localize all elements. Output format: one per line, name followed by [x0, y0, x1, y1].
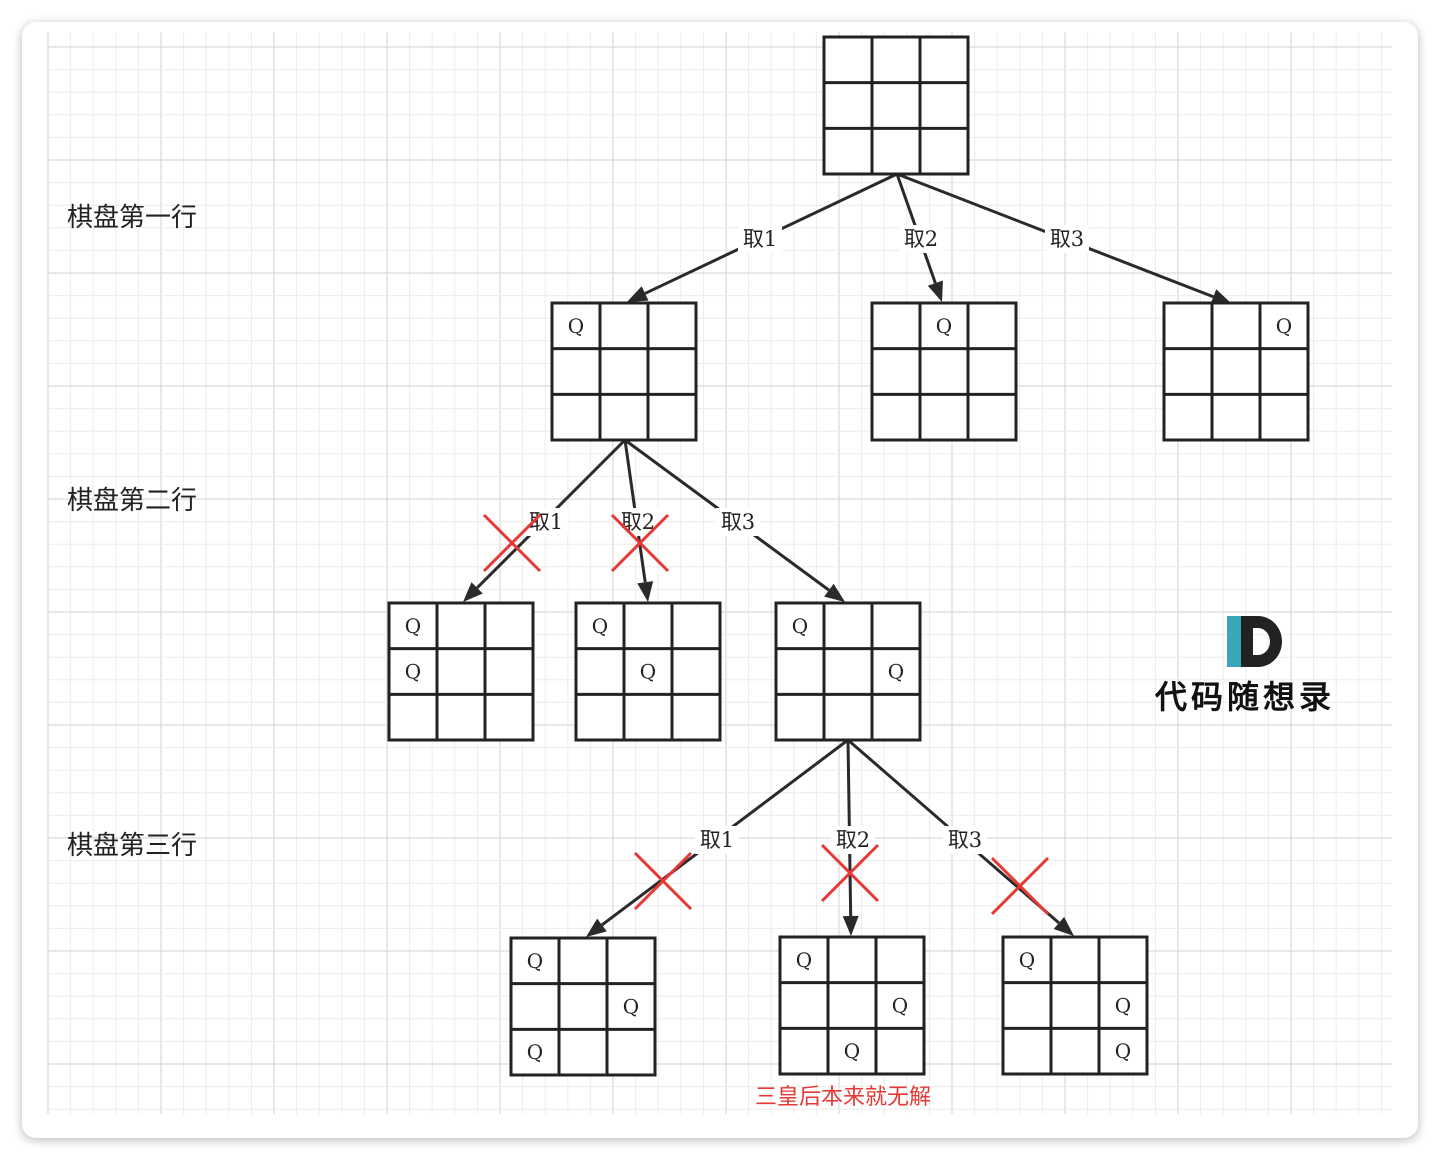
arrowhead-icon [637, 581, 654, 602]
board-frame [509, 936, 657, 1077]
edge-label-background [695, 826, 739, 854]
queen-marker: Q [405, 660, 421, 684]
queen-marker: Q [1115, 994, 1131, 1018]
edge-label-background [831, 826, 875, 854]
edge-label-background [1045, 225, 1089, 253]
chess-board-r3-c2: Q Q Q [778, 935, 926, 1076]
queen-marker: Q [796, 948, 812, 972]
queen-marker: Q [623, 995, 639, 1019]
pruned-cross-icon [633, 851, 693, 911]
queen-marker: Q [844, 1039, 860, 1063]
queen-marker: Q [1276, 314, 1292, 338]
edge-r2-c3-to-r3-c2: 取2 [831, 739, 875, 936]
chess-board-r3-c3: QQQ [1001, 935, 1149, 1076]
chess-board-r2-c1: QQ [387, 601, 535, 742]
chess-board-r1-c2: Q [870, 301, 1018, 442]
queen-marker: Q [527, 1040, 543, 1064]
edge-r2-c3-to-r3-c1: 取1 [586, 738, 849, 937]
edge-r1-c1-to-r2-c1: 取1 [463, 438, 627, 602]
chess-board-r3-c1: Q Q Q [509, 936, 657, 1077]
edge-r2-c3-to-r3-c3: 取3 [847, 738, 1074, 936]
edge-label-background [943, 826, 987, 854]
pruned-cross-icon [990, 856, 1050, 916]
board-frame [1162, 301, 1310, 442]
queen-marker: Q [792, 614, 808, 638]
queen-marker: Q [592, 614, 608, 638]
arrowhead-icon [627, 286, 649, 302]
queen-marker: Q [1115, 1039, 1131, 1063]
queen-marker: Q [640, 660, 656, 684]
board-frame [550, 301, 698, 442]
row-label-3: 棋盘第三行 [67, 831, 197, 861]
chess-board-r1-c3: Q [1162, 301, 1310, 442]
queen-marker: Q [888, 660, 904, 684]
row-label-2: 棋盘第二行 [67, 486, 197, 516]
background-grid [47, 32, 1392, 1114]
edge-label: 取2 [836, 828, 870, 852]
arrowhead-icon [586, 918, 607, 937]
queen-marker: Q [527, 949, 543, 973]
board-frame [778, 935, 926, 1076]
edge-root-to-r1-c2: 取2 [895, 173, 943, 302]
edge-root-to-r1-c3: 取3 [896, 172, 1232, 305]
pruned-cross-icon [482, 513, 542, 573]
edge-label: 取1 [700, 828, 734, 852]
pruned-cross-icon [820, 843, 880, 903]
edge-root-to-r1-c1: 取1 [627, 172, 898, 302]
edge-label-background [899, 225, 943, 253]
no-solution-note: 三皇后本来就无解 [755, 1085, 931, 1110]
brand-name: 代码随想录 [1154, 678, 1335, 716]
arrowhead-icon [1053, 916, 1074, 936]
edge-label: 取3 [948, 828, 982, 852]
edge-label: 取3 [721, 510, 755, 534]
chess-board-r1-c1: Q [550, 301, 698, 442]
queen-marker: Q [568, 314, 584, 338]
board-frame [574, 601, 722, 742]
queen-marker: Q [1019, 948, 1035, 972]
edge-r1-c1-to-r2-c2: 取2 [616, 439, 660, 602]
arrowhead-icon [463, 582, 483, 602]
queen-marker: Q [405, 614, 421, 638]
chess-board-r2-c3: QQ [774, 601, 922, 742]
chess-board-r2-c2: QQ [574, 601, 722, 742]
row-labels: 棋盘第一行 棋盘第二行 棋盘第三行 [67, 203, 197, 861]
pruned-cross-icon [610, 513, 670, 573]
row-label-1: 棋盘第一行 [67, 203, 197, 233]
edge-r1-c1-to-r2-c3: 取3 [624, 438, 845, 602]
queen-marker: Q [936, 314, 952, 338]
logo-d-icon [1227, 616, 1282, 667]
arrowhead-icon [824, 583, 845, 602]
edge-label: 取3 [1050, 227, 1084, 251]
arrowhead-icon [927, 280, 943, 302]
board-frame [822, 35, 970, 176]
chess-board-root [822, 35, 970, 176]
edge-label: 取1 [743, 227, 777, 251]
arrowhead-icon [842, 915, 859, 936]
queen-marker: Q [892, 994, 908, 1018]
board-frame [387, 601, 535, 742]
board-frame [870, 301, 1018, 442]
board-frame [1001, 935, 1149, 1076]
edge-label: 取2 [904, 227, 938, 251]
arrowhead-icon [1210, 289, 1232, 305]
pruning-crosses [482, 513, 1050, 916]
board-frame [774, 601, 922, 742]
edge-label-background [738, 225, 782, 253]
brand-logo: 代码随想录 [1154, 616, 1335, 716]
edge-label-background [716, 508, 760, 536]
